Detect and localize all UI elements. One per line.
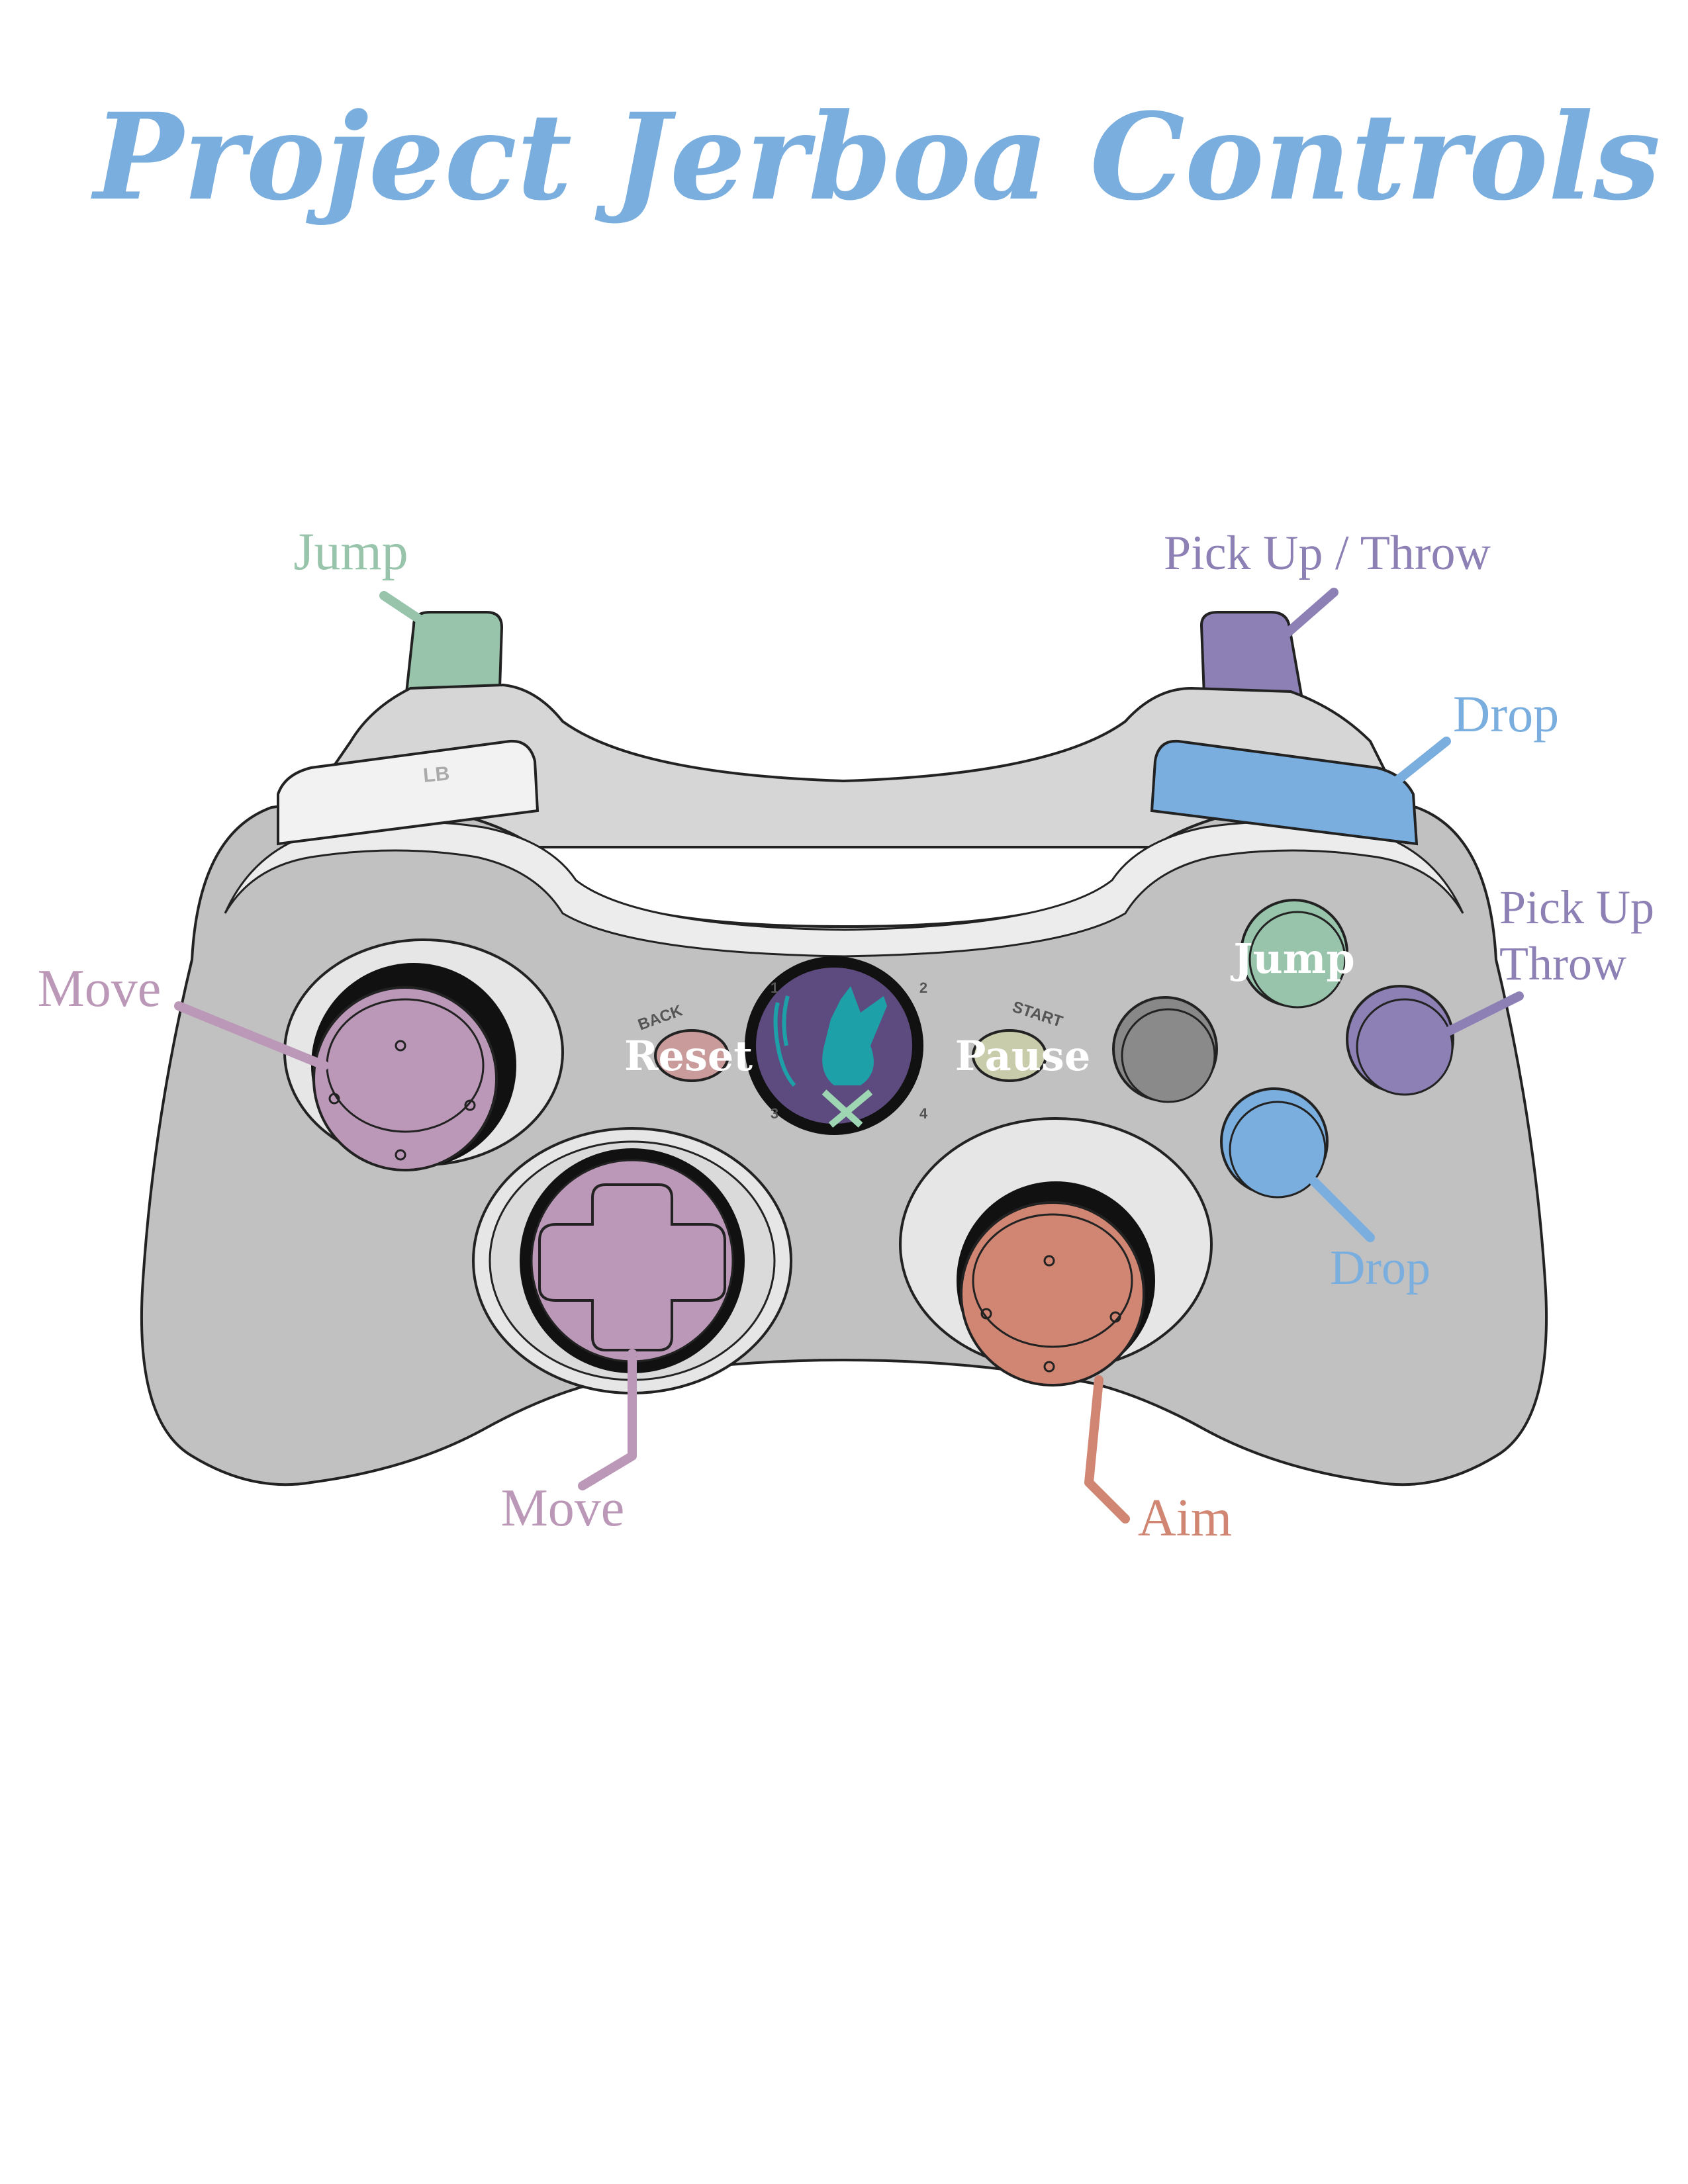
callout-rt-drop: Drop [1453,685,1559,743]
pause-label: Pause [955,1032,1091,1080]
right-bumper[interactable] [1150,739,1419,846]
guide-number-4: 4 [919,1105,928,1122]
guide-number-1: 1 [771,979,778,996]
left-bumper[interactable] [277,739,539,846]
controller-top-band [224,821,1464,958]
start-button[interactable] [972,1029,1047,1082]
face-button-b[interactable] [1356,998,1454,1096]
left-stick-dot [464,1099,476,1111]
right-stick-top [972,1213,1133,1348]
lb-label: LB [422,762,451,786]
callout-line-left-stick [174,1001,329,1070]
callout-line-b-drop [1309,1177,1375,1242]
callout-line-dpad [578,1349,637,1490]
callout-line-rt-drop [1392,737,1451,786]
guide-logo-icon [773,986,887,1128]
left-stick-top [326,998,485,1133]
guide-number-2: 2 [919,979,927,996]
back-button[interactable] [654,1029,729,1082]
dpad-cross[interactable] [538,1183,726,1351]
face-button-a[interactable] [1229,1101,1327,1199]
right-stick-dot [1043,1361,1055,1373]
face-jump-label: Jump [1230,934,1354,983]
callout-line-right-stick [1084,1375,1130,1524]
right-stick-dot [980,1308,992,1320]
callout-right-stick-aim: Aim [1138,1489,1232,1547]
reset-label: Reset [624,1032,753,1080]
callout-lb-jump: Jump [293,523,408,581]
callout-x-pickup-line1: Pick Up [1499,881,1654,934]
callout-b-drop: Drop [1330,1241,1430,1295]
right-stick-dot [1043,1255,1055,1267]
page-title: Project Jerboa Controls [91,87,1661,227]
callout-line-x-pickup [1435,991,1524,1040]
controller-back-shell [275,683,1426,848]
callout-line-lb-jump [379,591,428,627]
callout-line-rb-pickup [1276,588,1338,643]
guide-number-3: 3 [771,1105,778,1122]
face-button-x[interactable] [1121,1008,1216,1103]
left-stick-dot [395,1149,406,1161]
callout-x-pickup-line2: Throw [1499,937,1626,990]
callout-dpad-move: Move [501,1479,625,1537]
callout-rb-pickup: Pick Up / Throw [1164,526,1491,580]
left-stick-dot [395,1040,406,1052]
callout-left-stick-move: Move [38,960,162,1018]
left-stick-dot [328,1093,340,1105]
right-stick-dot [1109,1311,1121,1323]
face-button-y[interactable] [1248,911,1346,1009]
